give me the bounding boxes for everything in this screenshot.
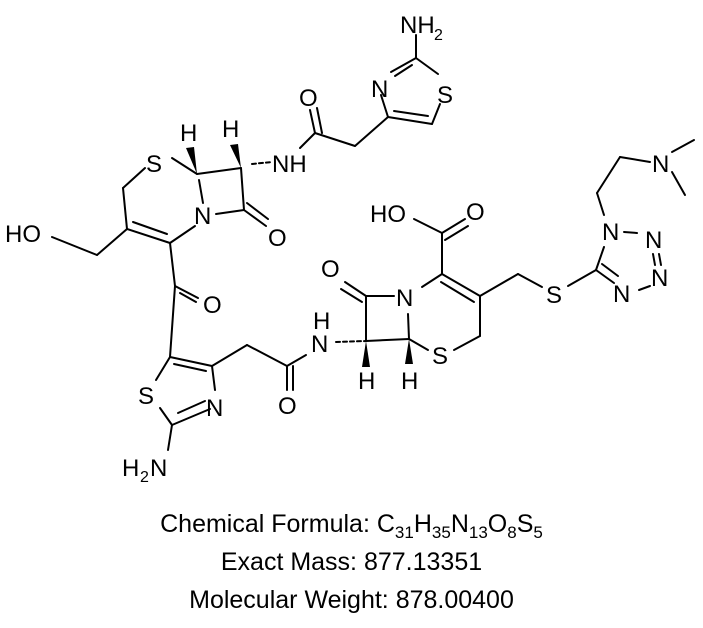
atom-label: O bbox=[278, 393, 297, 420]
formula-count: 31 bbox=[394, 523, 414, 542]
atom-label: S bbox=[432, 343, 448, 370]
exact-mass: Exact Mass: 877.13351 bbox=[220, 548, 483, 576]
atom-label: N bbox=[396, 285, 413, 312]
formula-count: 13 bbox=[468, 523, 488, 542]
atom-label: N bbox=[613, 281, 630, 308]
atom-label: H bbox=[401, 368, 418, 395]
atom-label: HO bbox=[370, 201, 406, 228]
atom-label: NH bbox=[400, 12, 435, 39]
atom-label: NH bbox=[272, 151, 307, 178]
atom-label: H bbox=[122, 455, 139, 482]
atom-label: O bbox=[321, 256, 340, 283]
atom-label: H bbox=[358, 368, 375, 395]
chemical-structure: NH 2 N S O NH H H S N O HO O S N H 2 N O… bbox=[5, 12, 695, 486]
atom-label: H bbox=[313, 308, 330, 335]
atom-label: O bbox=[299, 85, 318, 112]
atom-label: S bbox=[437, 82, 453, 109]
atom-label: N bbox=[206, 395, 223, 422]
atom-label: 2 bbox=[140, 469, 149, 486]
atom-label: N bbox=[645, 227, 662, 254]
formula-element: H bbox=[413, 510, 432, 538]
formula-label: Chemical Formula: bbox=[160, 510, 377, 538]
formula-element: C bbox=[376, 510, 395, 538]
atom-label: S bbox=[546, 282, 562, 309]
atom-label: N bbox=[371, 76, 388, 103]
atom-label: S bbox=[138, 383, 154, 410]
atom-label: O bbox=[268, 225, 287, 252]
formula-count: 35 bbox=[431, 523, 451, 542]
atom-label: H bbox=[222, 116, 239, 143]
atom-label: N bbox=[150, 455, 167, 482]
molecular-weight: Molecular Weight: 878.00400 bbox=[189, 586, 514, 614]
atom-label: N bbox=[651, 265, 668, 292]
formula-element: S bbox=[516, 510, 534, 538]
atom-label: 2 bbox=[434, 27, 443, 44]
formula-element: N bbox=[450, 510, 469, 538]
atom-label: N bbox=[652, 151, 669, 178]
atom-label: O bbox=[466, 199, 485, 226]
atom-label: N bbox=[194, 203, 211, 230]
atom-label: N bbox=[602, 219, 619, 246]
atom-label: H bbox=[180, 120, 197, 147]
chemical-formula: Chemical Formula: C31H35N13O8S5 bbox=[0, 508, 703, 541]
atom-label: N bbox=[311, 331, 328, 358]
atom-label: HO bbox=[5, 221, 41, 248]
atom-label: O bbox=[203, 292, 222, 319]
atom-label: S bbox=[146, 151, 162, 178]
formula-count: 5 bbox=[533, 523, 543, 542]
formula-count: 8 bbox=[507, 523, 517, 542]
formula-element: O bbox=[487, 510, 508, 538]
atom-labels: NH 2 N S O NH H H S N O HO O S N H 2 N O… bbox=[5, 12, 669, 486]
